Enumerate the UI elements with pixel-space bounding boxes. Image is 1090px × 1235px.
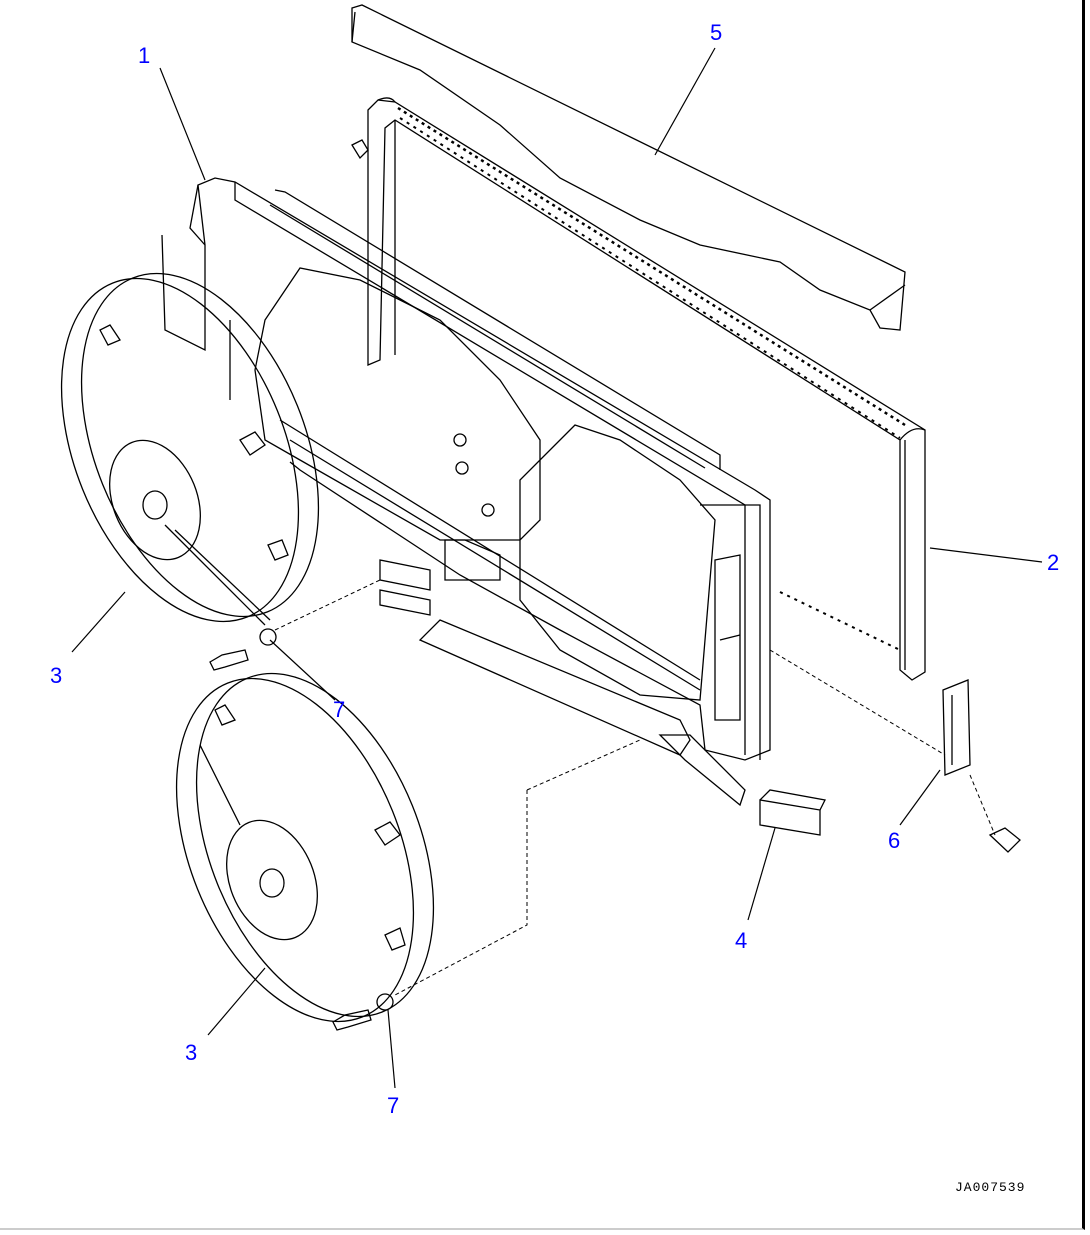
fan-assembly-upper xyxy=(60,272,320,646)
callout-7-lower: 7 xyxy=(387,1093,400,1118)
alignment-lines xyxy=(274,579,996,996)
callout-4: 4 xyxy=(735,928,748,953)
callout-6: 6 xyxy=(888,828,901,853)
fan-shroud-frame xyxy=(161,177,771,761)
leader-lines xyxy=(71,47,1043,1089)
callout-2: 2 xyxy=(1047,550,1060,575)
bracket xyxy=(942,679,1021,853)
drawing-code: JA007539 xyxy=(955,1180,1026,1195)
fan-assembly-lower xyxy=(175,672,435,1023)
callout-3-upper: 3 xyxy=(50,663,63,688)
callout-5: 5 xyxy=(710,20,723,45)
motor-shaft-connector xyxy=(418,619,826,836)
bolt-upper xyxy=(209,649,249,671)
callout-3-lower: 3 xyxy=(185,1040,198,1065)
top-cover-plate xyxy=(351,4,906,331)
condenser-core xyxy=(351,97,926,681)
bolt-lower xyxy=(332,1009,372,1031)
callout-1: 1 xyxy=(138,43,151,68)
callout-7-upper: 7 xyxy=(333,697,346,722)
